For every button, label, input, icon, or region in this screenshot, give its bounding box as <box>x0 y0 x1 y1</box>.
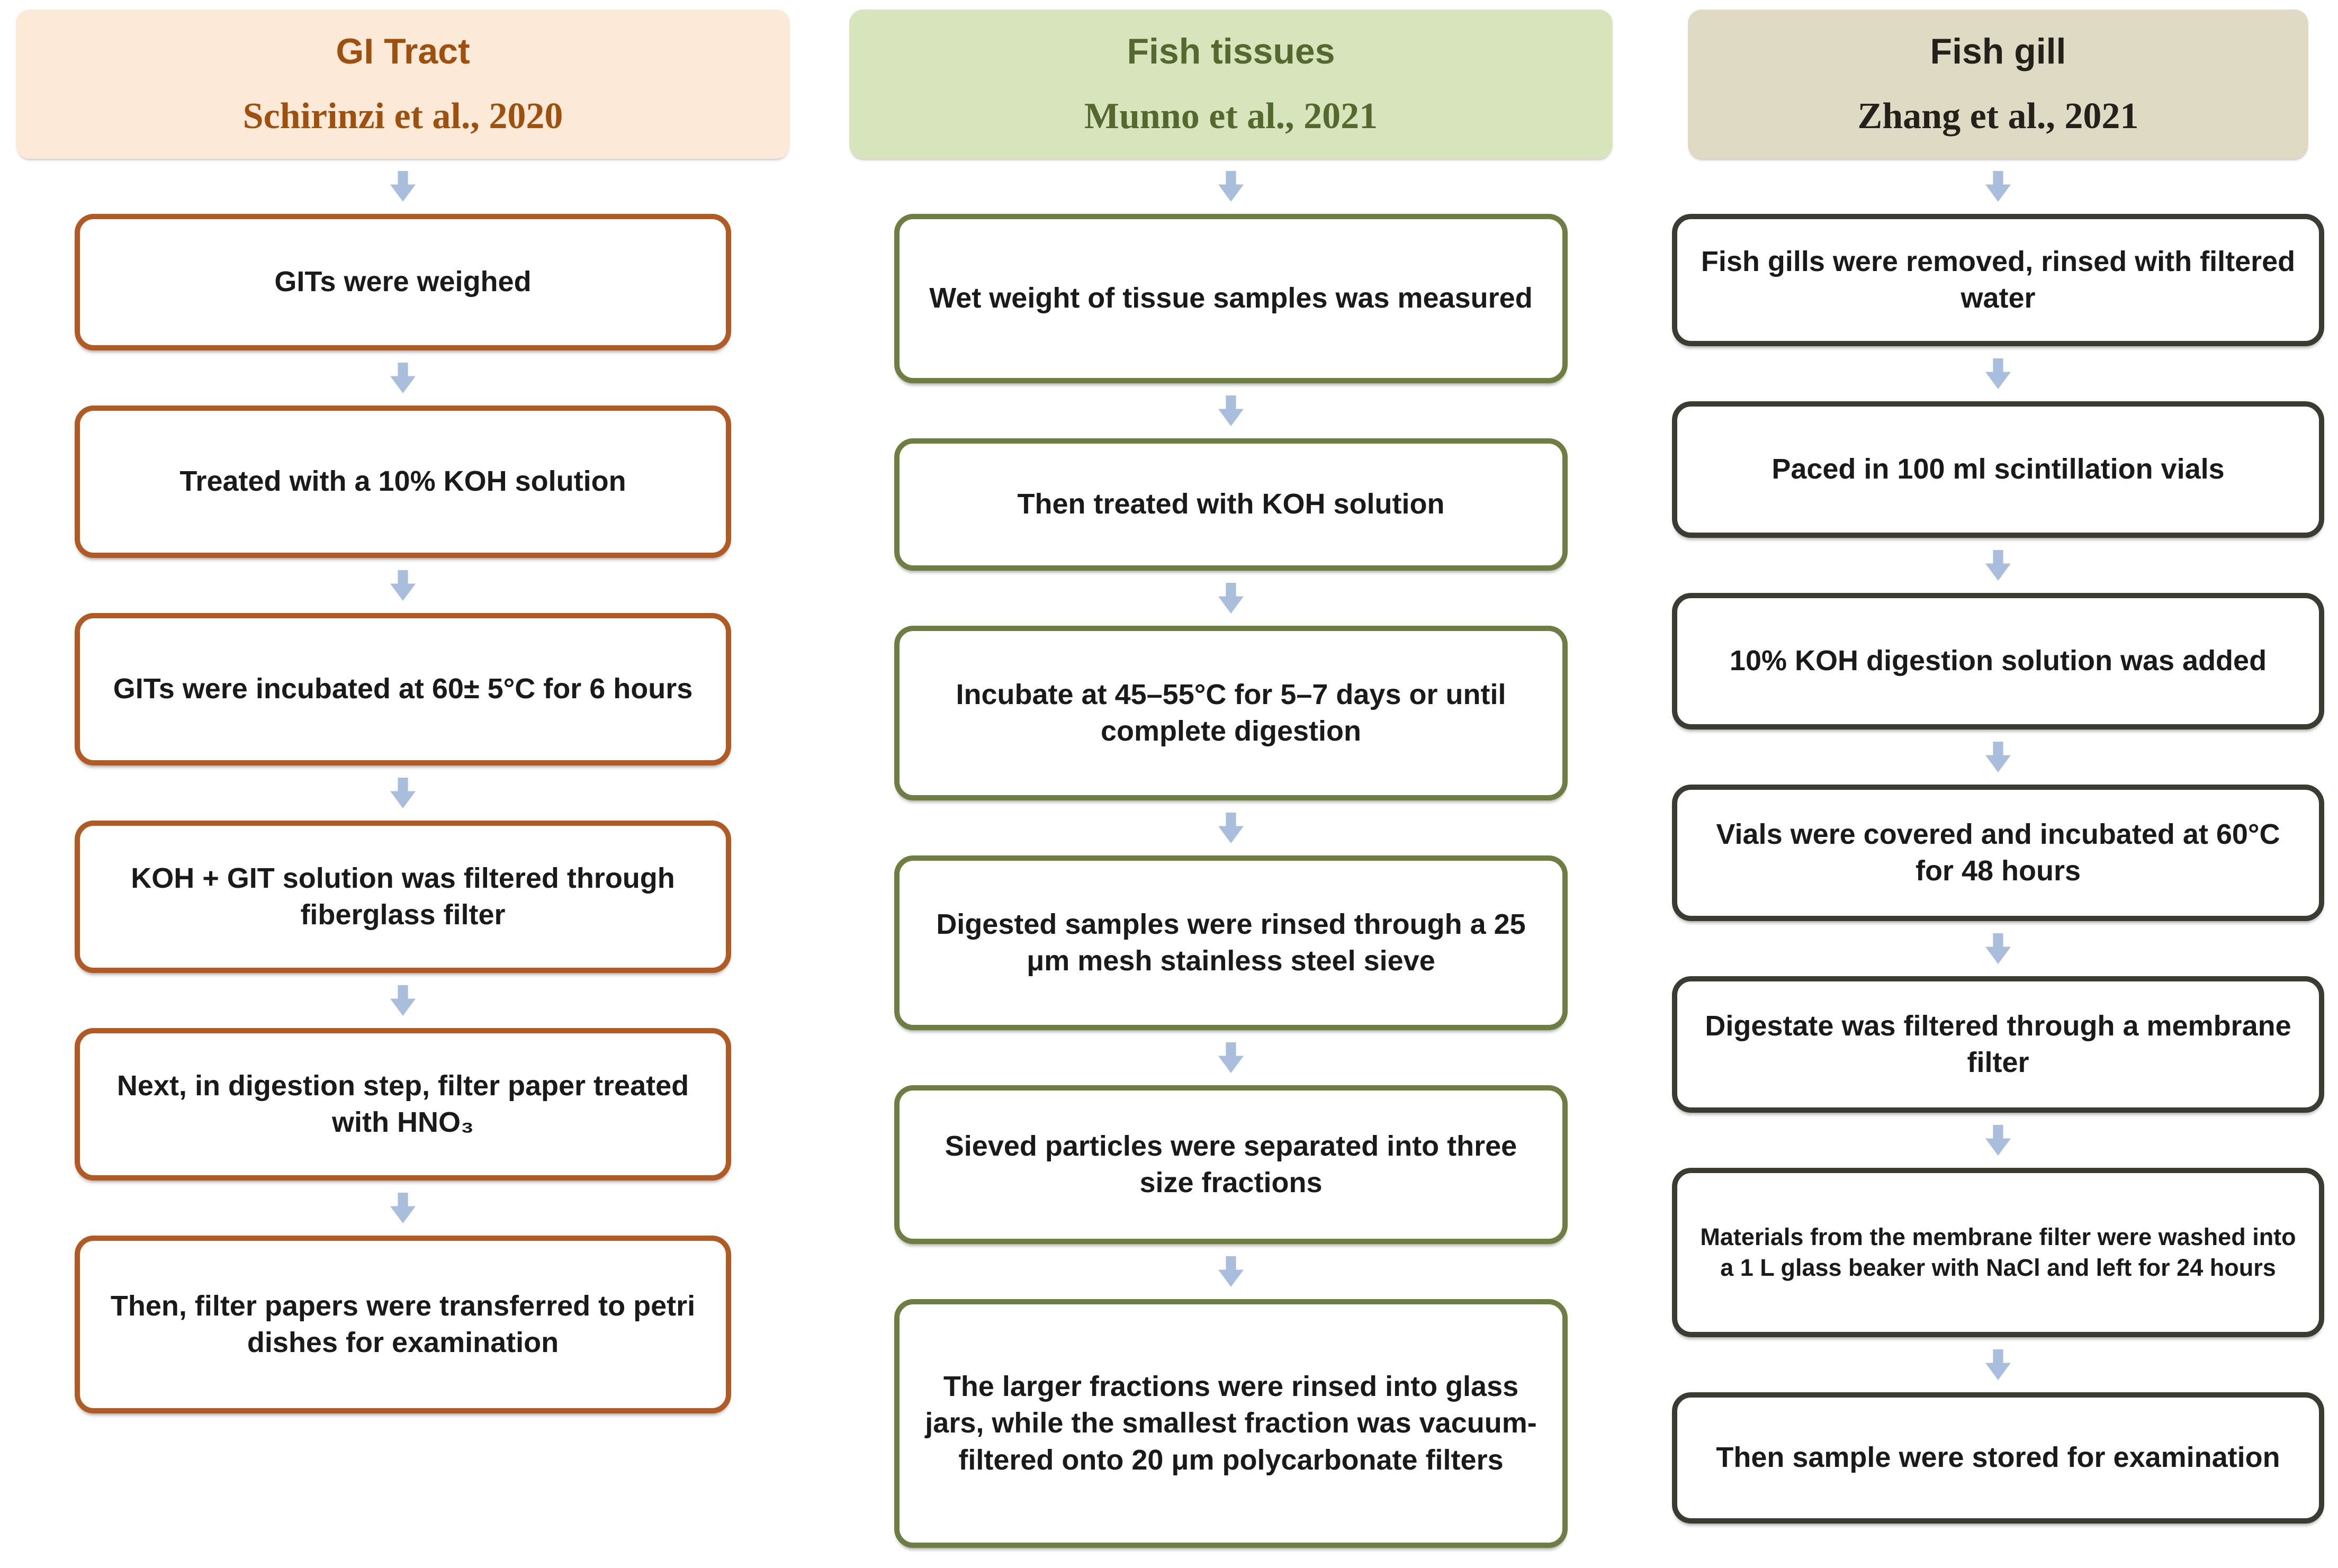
column-fish-gill: Fish gill Zhang et al., 2021 Fish gills … <box>1672 10 2324 1524</box>
step-text: GITs were incubated at 60± 5°C for 6 hou… <box>113 673 693 705</box>
down-arrow-icon <box>390 363 416 393</box>
step-box: Digested samples were rinsed through a 2… <box>894 855 1568 1030</box>
step-box: Next, in digestion step, filter paper tr… <box>75 1028 731 1180</box>
down-arrow-icon <box>390 1193 416 1223</box>
down-arrow-icon <box>1985 1349 2011 1380</box>
column-fish-tissues: Fish tissues Munno et al., 2021 Wet weig… <box>849 10 1613 1548</box>
down-arrow-icon <box>1985 171 2011 202</box>
step-text: Fish gills were removed, rinsed with fil… <box>1701 245 2296 314</box>
step-box: The larger fractions were rinsed into gl… <box>894 1299 1568 1548</box>
down-arrow-icon <box>390 171 416 202</box>
step-text: The larger fractions were rinsed into gl… <box>925 1371 1537 1476</box>
header-citation: Zhang et al., 2021 <box>1857 96 2139 137</box>
step-box: 10% KOH digestion solution was added <box>1672 593 2324 729</box>
down-arrow-icon <box>1218 1256 1244 1287</box>
step-box: Then, filter papers were transferred to … <box>75 1236 731 1413</box>
step-text: Then sample were stored for examination <box>1716 1441 2280 1474</box>
step-text: Incubate at 45–55°C for 5–7 days or unti… <box>956 678 1506 747</box>
step-box: Fish gills were removed, rinsed with fil… <box>1672 214 2324 346</box>
header-citation: Schirinzi et al., 2020 <box>242 96 563 137</box>
step-text: Wet weight of tissue samples was measure… <box>929 282 1533 314</box>
column-gi-tract: GI Tract Schirinzi et al., 2020 GITs wer… <box>16 10 790 1413</box>
header-title: Fish tissues <box>1127 31 1335 71</box>
column-header: GI Tract Schirinzi et al., 2020 <box>16 10 790 159</box>
step-box: Incubate at 45–55°C for 5–7 days or unti… <box>894 626 1568 800</box>
down-arrow-icon <box>1218 813 1244 843</box>
header-title: Fish gill <box>1930 31 2066 71</box>
step-box: Then treated with KOH solution <box>894 438 1568 571</box>
step-box: Paced in 100 ml scintillation vials <box>1672 401 2324 538</box>
step-box: Sieved particles were separated into thr… <box>894 1085 1568 1244</box>
step-text: Digestate was filtered through a membran… <box>1705 1010 2291 1078</box>
down-arrow-icon <box>1985 358 2011 389</box>
step-box: KOH + GIT solution was filtered through … <box>75 821 731 973</box>
down-arrow-icon <box>1985 933 2011 964</box>
down-arrow-icon <box>390 778 416 808</box>
down-arrow-icon <box>1985 1125 2011 1156</box>
down-arrow-icon <box>1985 742 2011 772</box>
step-text: KOH + GIT solution was filtered through … <box>131 862 675 931</box>
step-box: Vials were covered and incubated at 60°C… <box>1672 785 2324 921</box>
step-text: Next, in digestion step, filter paper tr… <box>116 1069 689 1138</box>
down-arrow-icon <box>1218 395 1244 426</box>
step-text: Vials were covered and incubated at 60°C… <box>1716 818 2280 887</box>
step-text: Paced in 100 ml scintillation vials <box>1772 453 2225 485</box>
down-arrow-icon <box>1218 1042 1244 1073</box>
step-text: Materials from the membrane filter were … <box>1700 1223 2296 1282</box>
step-text: Then treated with KOH solution <box>1017 488 1445 520</box>
step-box: Wet weight of tissue samples was measure… <box>894 214 1568 383</box>
column-header: Fish gill Zhang et al., 2021 <box>1688 10 2308 159</box>
step-text: Then, filter papers were transferred to … <box>110 1290 696 1358</box>
step-text: Treated with a 10% KOH solution <box>179 465 626 498</box>
step-text: GITs were weighed <box>274 266 532 298</box>
step-text: Digested samples were rinsed through a 2… <box>936 908 1526 977</box>
down-arrow-icon <box>1985 550 2011 581</box>
down-arrow-icon <box>1218 171 1244 202</box>
step-box: GITs were weighed <box>75 214 731 350</box>
down-arrow-icon <box>1218 583 1244 614</box>
header-citation: Munno et al., 2021 <box>1084 96 1378 137</box>
header-title: GI Tract <box>336 31 470 71</box>
step-box: GITs were incubated at 60± 5°C for 6 hou… <box>75 613 731 765</box>
column-header: Fish tissues Munno et al., 2021 <box>849 10 1613 159</box>
step-box: Materials from the membrane filter were … <box>1672 1168 2324 1337</box>
step-text: 10% KOH digestion solution was added <box>1729 645 2267 677</box>
down-arrow-icon <box>390 570 416 601</box>
step-box: Digestate was filtered through a membran… <box>1672 976 2324 1113</box>
step-text: Sieved particles were separated into thr… <box>945 1130 1517 1198</box>
step-box: Treated with a 10% KOH solution <box>75 405 731 558</box>
down-arrow-icon <box>390 985 416 1016</box>
step-box: Then sample were stored for examination <box>1672 1392 2324 1524</box>
